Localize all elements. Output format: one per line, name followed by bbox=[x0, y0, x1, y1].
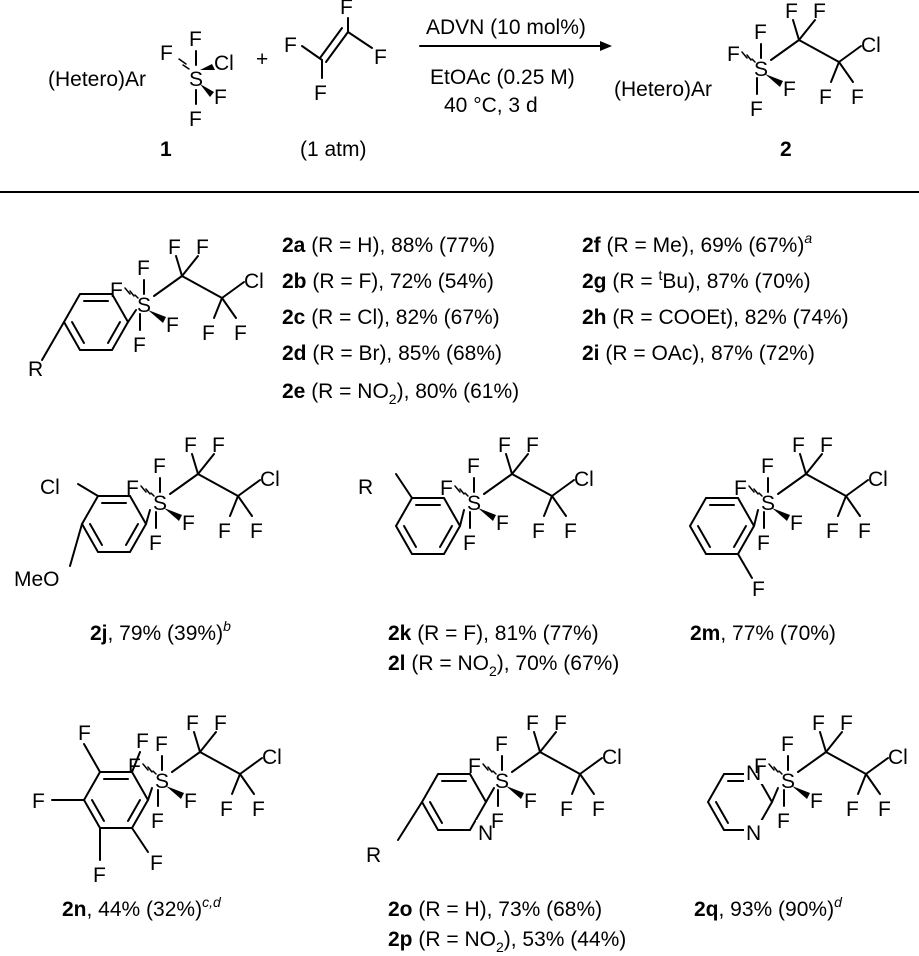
pressure-label: (1 atm) bbox=[300, 138, 367, 161]
fluorine-atom: F bbox=[374, 46, 387, 69]
result-2k: 2k (R = F), 81% (77%) bbox=[388, 622, 599, 645]
structure-2o-2p: N R bbox=[366, 712, 622, 867]
r-group-label: R bbox=[366, 844, 381, 867]
structure-2m: F bbox=[689, 434, 888, 601]
result-2j: 2j, 79% (39%)b bbox=[90, 618, 231, 645]
result-2q: 2q, 93% (90%)d bbox=[694, 894, 843, 921]
fluorine-atom: F bbox=[314, 82, 327, 105]
chlorine-atom: Cl bbox=[214, 52, 234, 75]
fluorine-atom: F bbox=[78, 722, 91, 745]
result-2i: 2i (R = OAc), 87% (72%) bbox=[582, 342, 815, 365]
compound-number: 1 bbox=[160, 138, 172, 161]
results-para-left: 2a (R = H), 88% (77%) 2b (R = F), 72% (5… bbox=[282, 234, 519, 407]
result-2o: 2o (R = H), 73% (68%) bbox=[388, 898, 602, 921]
fluorine-atom: F bbox=[189, 28, 202, 51]
result-2p: 2p (R = NO2), 53% (44%) bbox=[388, 928, 626, 955]
fluorine-atom: F bbox=[214, 86, 227, 109]
result-2d: 2d (R = Br), 85% (68%) bbox=[282, 342, 502, 365]
result-2h: 2h (R = COOEt), 82% (74%) bbox=[582, 306, 849, 329]
condition-temperature-time: 40 °C, 3 d bbox=[444, 94, 538, 117]
hetero-aryl-label: (Hetero)Ar bbox=[48, 68, 146, 91]
chlorine-atom: Cl bbox=[40, 476, 60, 499]
methoxy-label: MeO bbox=[14, 568, 60, 591]
product-2: (Hetero)Ar 2 bbox=[614, 0, 881, 161]
fluorine-atom: F bbox=[189, 108, 202, 131]
fluorine-atom: F bbox=[93, 864, 106, 887]
tetrafluoroethylene: F F F F (1 atm) bbox=[284, 0, 387, 161]
reactant-1: (Hetero)Ar S F F F F Cl 1 bbox=[48, 28, 234, 161]
nitrogen-atom: N bbox=[478, 822, 493, 845]
compound-number: 2 bbox=[780, 138, 792, 161]
fluorine-atom: F bbox=[136, 730, 149, 753]
sulfur-atom: S bbox=[189, 68, 203, 91]
r-group-label: R bbox=[28, 358, 43, 381]
hetero-aryl-label: (Hetero)Ar bbox=[614, 78, 712, 101]
result-2a: 2a (R = H), 88% (77%) bbox=[282, 234, 495, 257]
result-2g: 2g (R = tBu), 87% (70%) bbox=[582, 267, 811, 293]
fluorine-atom: F bbox=[752, 578, 765, 601]
reaction-arrow: ADVN (10 mol%) EtOAc (0.25 M) 40 °C, 3 d bbox=[419, 16, 612, 117]
fluorine-atom: F bbox=[32, 790, 45, 813]
nitrogen-atom: N bbox=[746, 822, 761, 845]
structure-2q: N N bbox=[706, 712, 908, 845]
structure-2n: F F F F F bbox=[32, 712, 282, 887]
r-group-label: R bbox=[358, 476, 373, 499]
fluorine-atom: F bbox=[150, 852, 163, 875]
condition-solvent: EtOAc (0.25 M) bbox=[430, 66, 575, 89]
fluorine-atom: F bbox=[284, 34, 297, 57]
result-2l: 2l (R = NO2), 70% (67%) bbox=[388, 652, 619, 679]
structure-2k-2l: R bbox=[358, 434, 594, 555]
structure-para-aryl: R bbox=[28, 236, 264, 381]
results-para-right: 2f (R = Me), 69% (67%)a 2g (R = tBu), 87… bbox=[582, 230, 849, 365]
result-2b: 2b (R = F), 72% (54%) bbox=[282, 270, 494, 293]
result-2f: 2f (R = Me), 69% (67%)a bbox=[582, 230, 812, 257]
structure-2j: Cl MeO bbox=[14, 434, 280, 591]
result-2e: 2e (R = NO2), 80% (61%) bbox=[282, 380, 519, 407]
condition-initiator: ADVN (10 mol%) bbox=[426, 16, 586, 39]
fluorine-atom: F bbox=[160, 42, 173, 65]
result-2m: 2m, 77% (70%) bbox=[690, 622, 836, 645]
plus-sign: + bbox=[256, 48, 268, 71]
result-2c: 2c (R = Cl), 82% (67%) bbox=[282, 306, 500, 329]
result-2n: 2n, 44% (32%)c,d bbox=[62, 894, 222, 921]
fluorine-atom: F bbox=[340, 0, 353, 19]
